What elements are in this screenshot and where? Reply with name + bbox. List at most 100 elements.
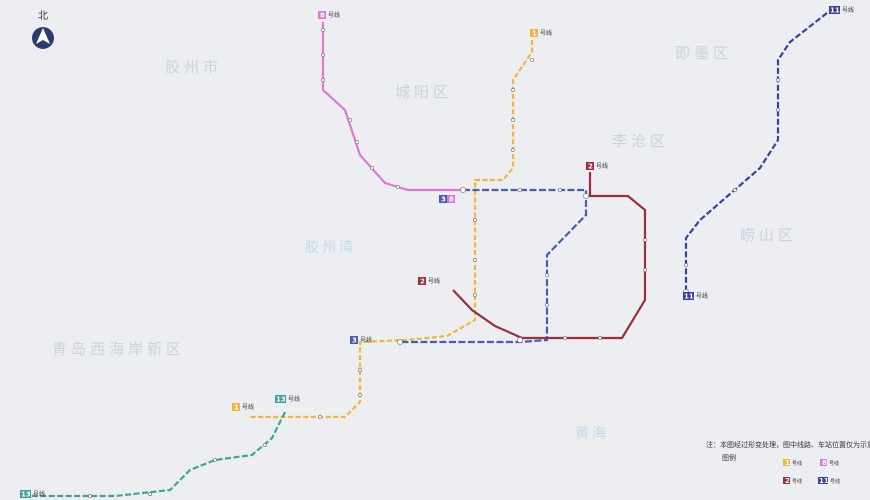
line-badge-1-south[interactable]: 1 号线 (232, 403, 254, 412)
line-8-path (321, 22, 463, 192)
svg-text:号线: 号线 (540, 29, 552, 37)
svg-text:3: 3 (352, 337, 357, 345)
station[interactable] (355, 140, 359, 144)
station[interactable] (545, 273, 549, 277)
station[interactable] (321, 78, 325, 82)
district-jiaozhou: 胶州市 (165, 58, 222, 76)
station[interactable] (396, 185, 400, 189)
bay-yellow-sea: 黄海 (575, 425, 609, 442)
svg-text:号线: 号线 (428, 277, 440, 285)
legend: 图例 1 号线 8 号线 2 号线 11 号线 (722, 453, 840, 485)
station[interactable] (684, 263, 688, 267)
svg-text:号线: 号线 (842, 6, 854, 14)
station[interactable] (321, 53, 325, 57)
line-badge-13-west[interactable]: 13 号线 (20, 490, 45, 499)
svg-text:8: 8 (449, 196, 454, 204)
line-1-path (248, 40, 534, 419)
station[interactable] (733, 188, 737, 192)
svg-text:1: 1 (785, 459, 790, 467)
station[interactable] (358, 393, 362, 397)
legend-item-line8: 号线 (829, 460, 839, 467)
svg-text:2: 2 (588, 163, 593, 171)
svg-text:8: 8 (320, 12, 325, 20)
station[interactable] (473, 293, 477, 297)
svg-text:号线: 号线 (596, 162, 608, 170)
line-badge-2-west[interactable]: 2 号线 (418, 277, 440, 286)
svg-text:号线: 号线 (33, 490, 45, 498)
station[interactable] (643, 238, 647, 242)
north-arrow-icon (32, 27, 54, 49)
station[interactable] (473, 258, 477, 262)
station[interactable] (545, 303, 549, 307)
line-badge-1-north[interactable]: 1 号线 (530, 29, 552, 38)
station[interactable] (643, 268, 647, 272)
station[interactable] (776, 108, 780, 112)
line-11-path (684, 12, 828, 292)
district-jimo: 即墨区 (675, 44, 732, 62)
station[interactable] (776, 78, 780, 82)
svg-text:11: 11 (684, 293, 694, 301)
station[interactable] (148, 492, 152, 496)
district-laoshan: 崂山区 (740, 226, 797, 244)
svg-text:1: 1 (532, 30, 537, 38)
station[interactable] (563, 336, 567, 340)
svg-text:号线: 号线 (242, 403, 254, 411)
svg-text:11: 11 (830, 7, 840, 15)
station[interactable] (511, 88, 515, 92)
station[interactable] (530, 58, 534, 62)
station[interactable] (511, 118, 515, 122)
svg-text:号线: 号线 (288, 395, 300, 403)
svg-text:13: 13 (276, 396, 286, 404)
line-badge-3[interactable]: 3 号线 (350, 336, 372, 345)
station[interactable] (518, 188, 522, 192)
svg-text:13: 13 (21, 491, 31, 499)
bay-jiaozhou: 胶州湾 (305, 239, 356, 256)
transfer-station[interactable] (397, 339, 403, 345)
line-badge-2-north[interactable]: 2 号线 (586, 162, 608, 171)
svg-text:11: 11 (819, 477, 829, 485)
north-label: 北 (38, 10, 48, 22)
station[interactable] (511, 148, 515, 152)
station[interactable] (88, 494, 92, 498)
svg-text:2: 2 (420, 278, 425, 286)
svg-text:号线: 号线 (328, 11, 340, 19)
line-badge-11-south[interactable]: 11 号线 (683, 292, 708, 301)
svg-text:3: 3 (441, 196, 446, 204)
map-note: 注：本图经过形变处理，图中线路、车站位置仅为示意。 (706, 440, 870, 449)
district-licang: 李沧区 (612, 132, 669, 150)
line-badge-11-north[interactable]: 11 号线 (829, 6, 854, 15)
legend-item-line11: 号线 (830, 478, 840, 485)
svg-text:2: 2 (785, 477, 790, 485)
district-chengyang: 城阳区 (395, 83, 452, 101)
line-badge-3-8[interactable]: 3 8 (439, 195, 455, 204)
station[interactable] (598, 336, 602, 340)
svg-text:8: 8 (822, 459, 827, 467)
line-2-path (452, 172, 647, 340)
line-badge-13-east[interactable]: 13 号线 (275, 395, 300, 404)
station[interactable] (358, 368, 362, 372)
district-xihaian: 青岛西海岸新区 (52, 340, 185, 358)
station[interactable] (321, 28, 325, 32)
station[interactable] (370, 166, 374, 170)
station[interactable] (348, 118, 352, 122)
transfer-station[interactable] (517, 337, 523, 343)
station[interactable] (318, 415, 322, 419)
transfer-station[interactable] (460, 187, 466, 193)
svg-text:号线: 号线 (360, 336, 372, 344)
line-3-path (400, 188, 588, 344)
legend-title: 图例 (722, 453, 736, 462)
station[interactable] (558, 188, 562, 192)
station[interactable] (263, 443, 267, 447)
legend-item-line2: 号线 (792, 478, 802, 485)
line-badge-8[interactable]: 8 号线 (318, 11, 340, 20)
station[interactable] (473, 218, 477, 222)
line-13-path (30, 411, 286, 498)
stations (88, 28, 780, 498)
transfer-station[interactable] (583, 193, 589, 199)
svg-text:1: 1 (234, 404, 239, 412)
station[interactable] (213, 458, 217, 462)
legend-item-line1: 号线 (792, 460, 802, 467)
svg-text:号线: 号线 (696, 292, 708, 300)
